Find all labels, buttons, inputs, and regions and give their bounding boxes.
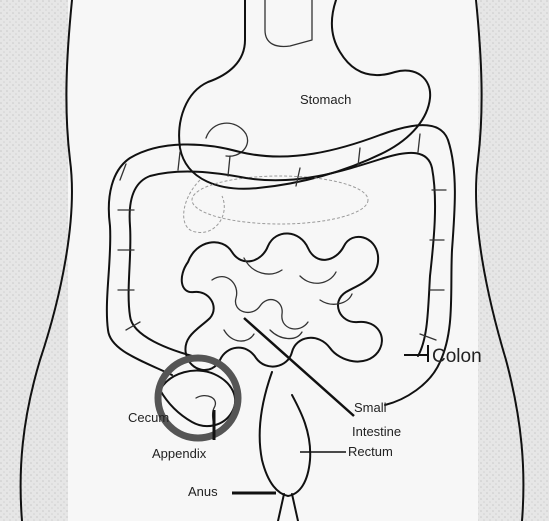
rectum-label: Rectum — [348, 444, 393, 459]
cecum-label: Cecum — [128, 410, 169, 425]
small-intestine-label-line1: Small — [354, 400, 387, 415]
appendix-label: Appendix — [152, 446, 207, 461]
anus-label: Anus — [188, 484, 218, 499]
small-intestine-label-line2: Intestine — [352, 424, 401, 439]
colon-label: Colon — [432, 346, 482, 367]
stomach-label: Stomach — [300, 92, 351, 107]
